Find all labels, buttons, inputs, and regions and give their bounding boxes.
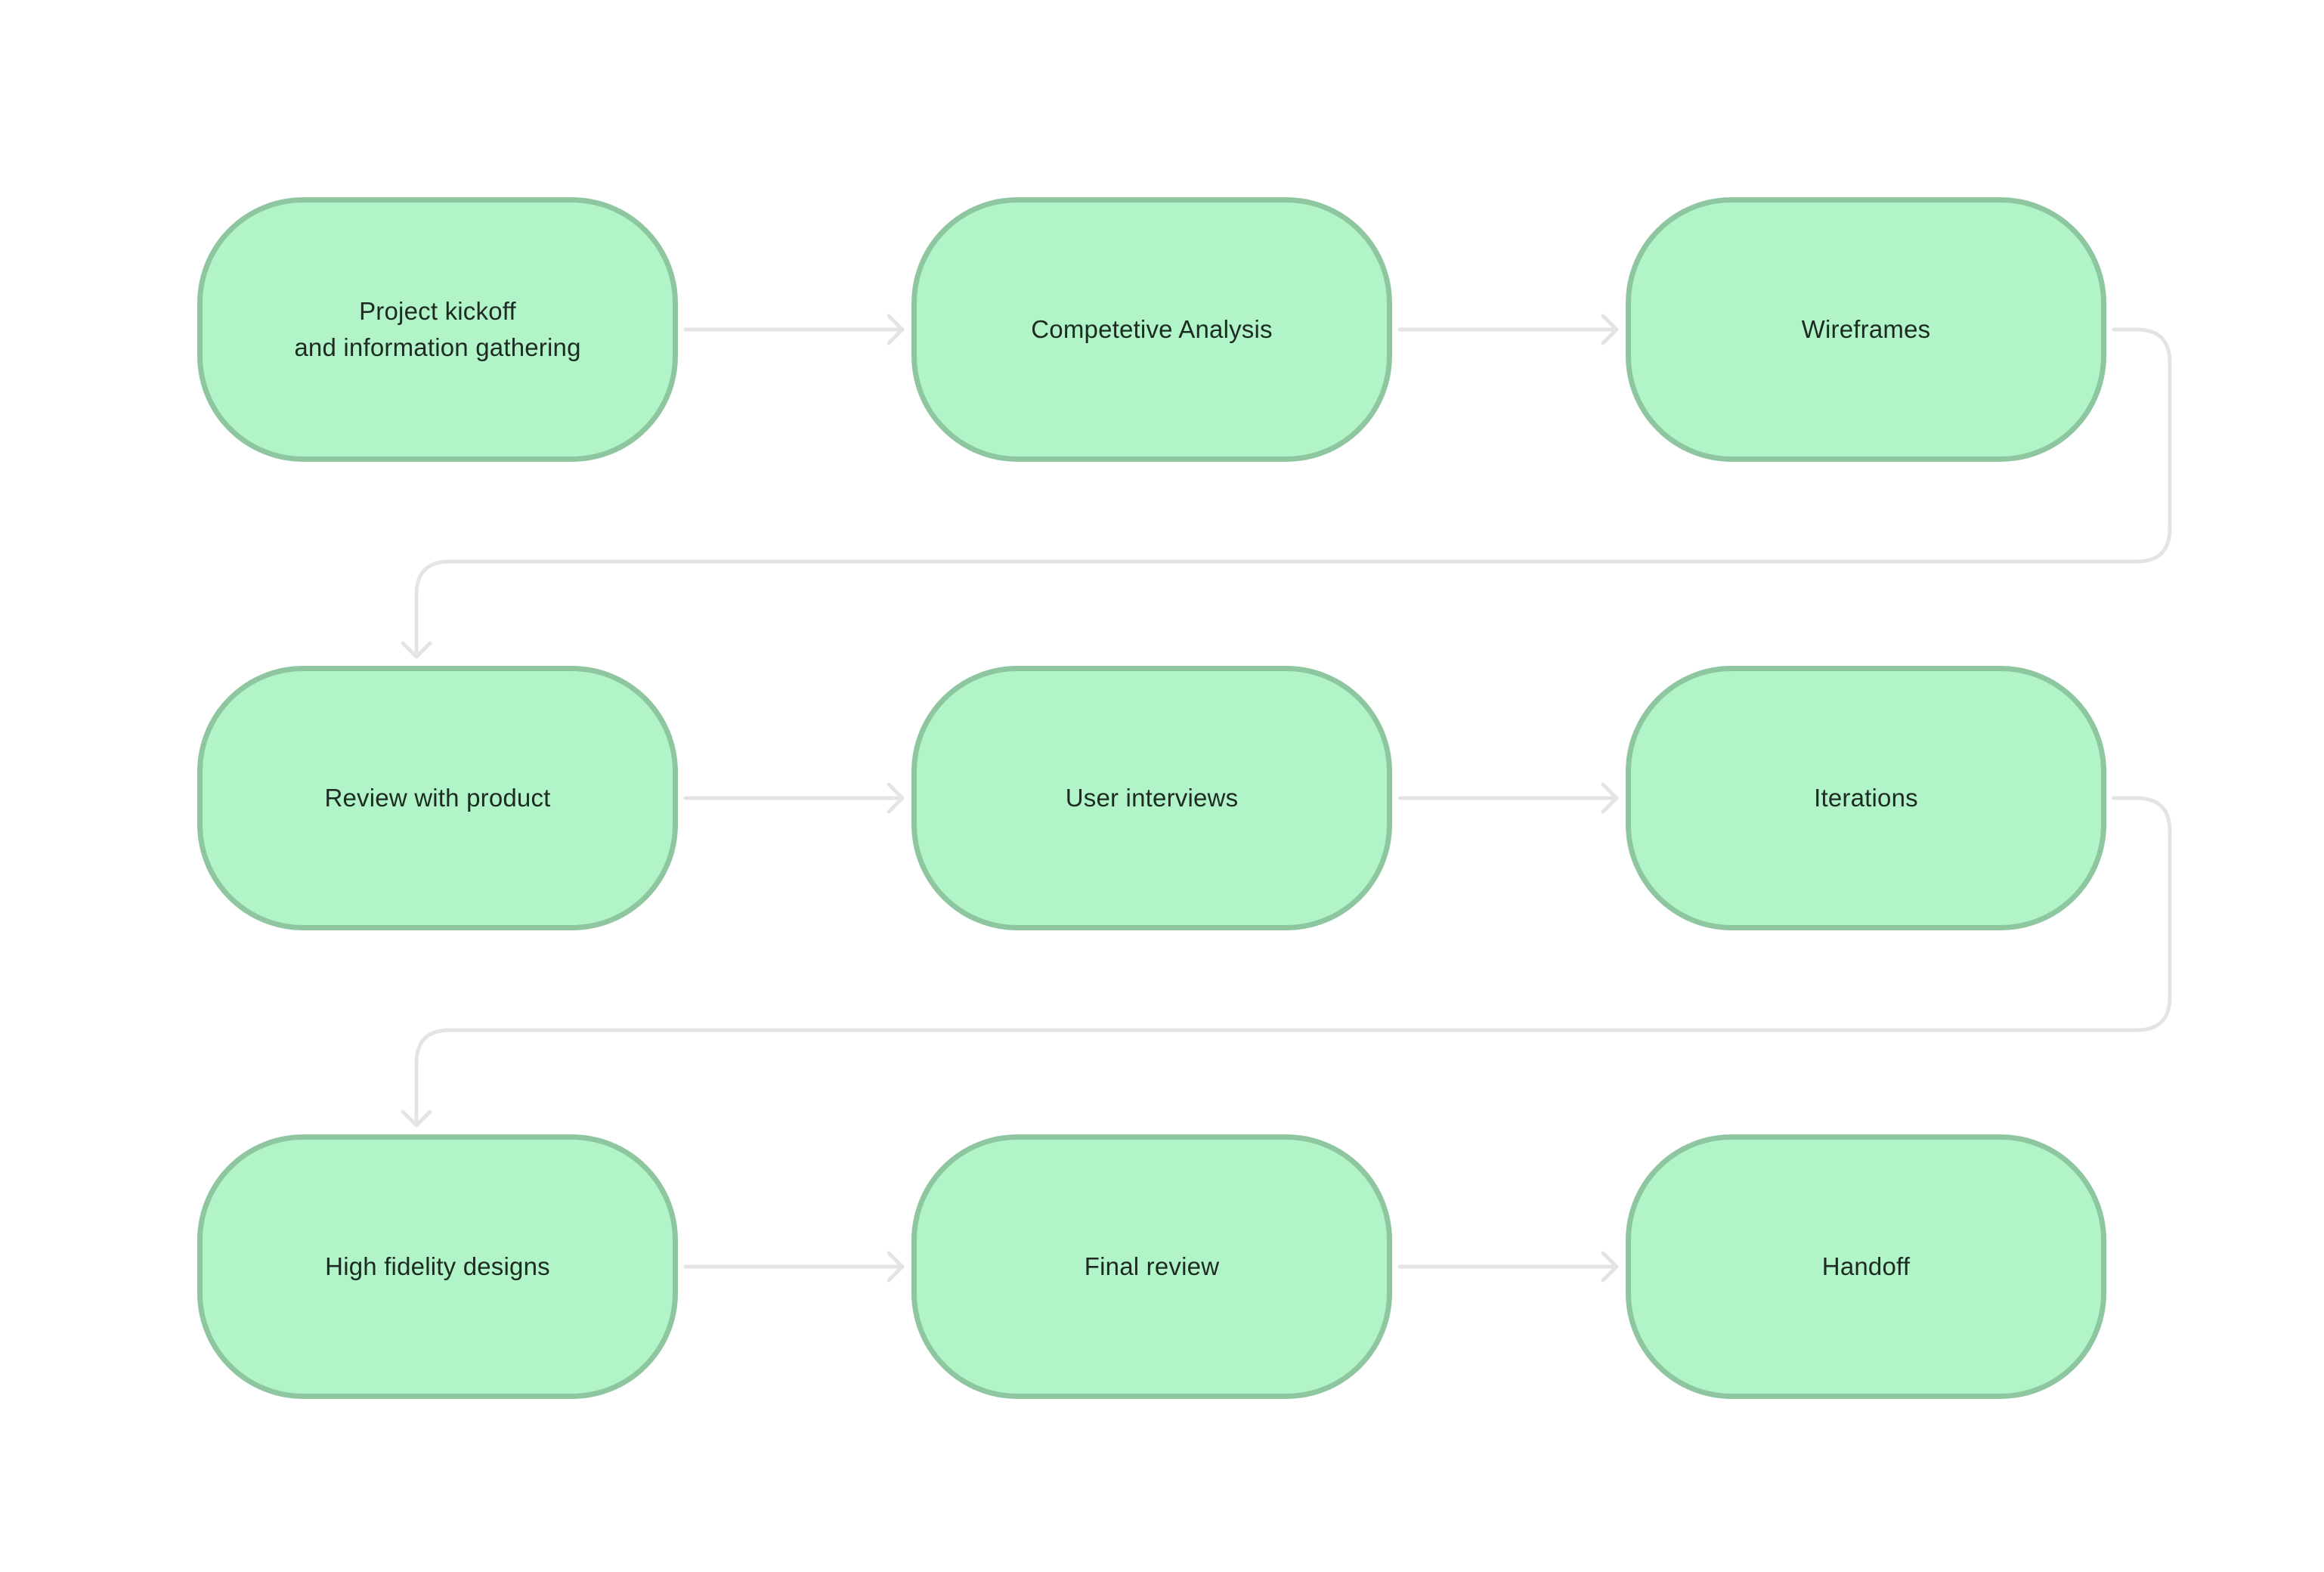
step-label: Iterations <box>1814 784 1918 812</box>
step-user-interviews[interactable]: User interviews <box>911 666 1392 930</box>
step-iterations[interactable]: Iterations <box>1626 666 2106 930</box>
flow-connector-3 <box>414 327 2172 659</box>
step-wireframes[interactable]: Wireframes <box>1626 197 2106 462</box>
arrowhead-icon <box>1601 1251 1619 1283</box>
arrowhead-icon <box>887 1251 905 1283</box>
step-label: Handoff <box>1821 1252 1911 1280</box>
step-label: Competetive Analysis <box>1031 315 1273 343</box>
step-label: User interviews <box>1065 784 1239 812</box>
step-label: Final review <box>1084 1252 1220 1280</box>
step-label: High fidelity designs <box>325 1252 550 1280</box>
step-review-with-product[interactable]: Review with product <box>197 666 678 930</box>
step-label: Wireframes <box>1801 315 1931 343</box>
step-label: Review with product <box>324 784 551 812</box>
arrowhead-icon <box>1601 314 1619 345</box>
step-project-kickoff[interactable]: Project kickoff and information gatherin… <box>197 197 678 462</box>
step-high-fidelity-designs[interactable]: High fidelity designs <box>197 1134 678 1399</box>
arrowhead-icon <box>887 782 905 814</box>
arrowhead-icon <box>1601 782 1619 814</box>
flow-connector-6 <box>414 796 2172 1128</box>
arrowhead-icon <box>887 314 905 345</box>
step-final-review[interactable]: Final review <box>911 1134 1392 1399</box>
step-handoff[interactable]: Handoff <box>1626 1134 2106 1399</box>
arrowhead-icon <box>401 641 432 659</box>
step-competetive-analysis[interactable]: Competetive Analysis <box>911 197 1392 462</box>
step-label: Project kickoff and information gatherin… <box>294 297 581 361</box>
arrowhead-icon <box>401 1109 432 1128</box>
